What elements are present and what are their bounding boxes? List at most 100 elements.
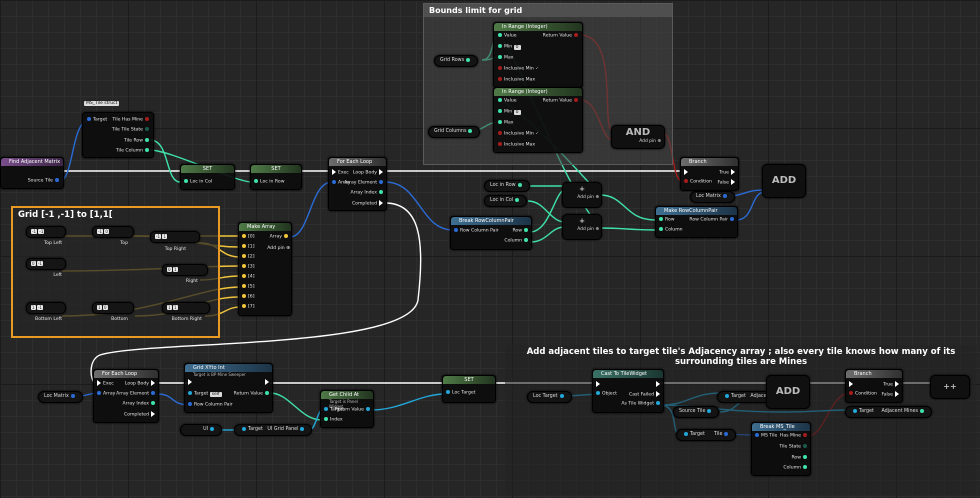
array-index-pin[interactable]: Array Index [123,401,157,408]
loc-matrix-getter-2[interactable]: Loc Matrix [38,391,83,403]
row-pin[interactable]: Row [512,228,530,235]
vector-right[interactable]: 0 1 [162,264,208,276]
vector-x[interactable]: 0 [167,267,172,272]
loc-target-pin[interactable]: Loc Target [444,390,476,397]
min-pin[interactable]: Min 0 [496,44,521,51]
loop-body-pin[interactable]: Loop Body [353,169,385,177]
loop-body-pin[interactable]: Loop Body [125,380,157,388]
column-pin[interactable]: Column [657,227,683,234]
make-array-node[interactable]: Make Array [0] [1] [2] [3] [4] [5] [6] [… [238,222,292,316]
exec-in-pin[interactable] [682,169,690,177]
return-value-pin[interactable]: Return Value [234,391,271,398]
in-range-node-1[interactable]: In Range (Integer) Value Min 0 Max Inclu… [493,22,583,88]
return-value-pin[interactable]: Return Value [543,33,580,40]
return-value-pin[interactable]: Return Value [543,98,580,105]
source-tile-pin[interactable]: Source Tile [28,178,61,185]
vector-x[interactable]: 0 [31,261,36,266]
checkbox-checked-icon[interactable]: ✓ [535,131,540,137]
has-mine-pin[interactable]: Tile Has Mine [112,117,151,124]
checkbox-checked-icon[interactable]: ✓ [535,66,540,72]
min-value[interactable]: 0 [513,109,521,115]
target-pin[interactable]: Target self [186,391,222,398]
array-in-pin-6[interactable]: [6] [240,294,255,301]
add-pin-button[interactable]: Add pin ⊕ [577,227,599,233]
min-pin[interactable]: Min 0 [496,109,521,116]
vector-bottom-right[interactable]: 1 1 [162,302,210,314]
array-add-node-2[interactable]: ADD [766,375,810,409]
vector-y[interactable]: 1 [172,305,178,310]
vector-x[interactable]: -1 [97,229,103,234]
ui-grid-panel-getter[interactable]: Target UI Grid Panel [234,424,313,436]
grid-rows-getter[interactable]: Grid Rows [434,55,479,67]
array-element-pin[interactable]: Array Element [344,180,385,187]
array-in-pin-0[interactable]: [0] [240,234,255,241]
grid-xy-to-int-node[interactable]: Grid XYto Int Target is BP Mine Sweeper … [184,363,273,413]
vector-bottom[interactable]: 1 0 [92,302,134,314]
exec-out-pin[interactable] [654,381,662,389]
set-loc-target-node[interactable]: SET Loc Target [442,375,496,403]
vector-y[interactable]: -1 [38,229,45,234]
for-each-loop-node-2[interactable]: For Each Loop Exec Array Loop Body Array… [93,369,159,423]
add-pin-button[interactable]: Add pin ⊕ [577,195,599,201]
array-in-pin-2[interactable]: [2] [240,254,255,261]
array-pin[interactable]: Array [330,180,350,187]
vector-y[interactable]: 0 [102,305,108,310]
completed-pin[interactable]: Completed [352,200,385,208]
vector-x[interactable]: -1 [31,229,37,234]
vector-top-left[interactable]: -1 -1 [26,226,66,238]
vector-top-right[interactable]: -1 1 [150,231,200,243]
array-in-pin-5[interactable]: [5] [240,284,255,291]
vector-bottom-left[interactable]: 1 -1 [26,302,66,314]
cast-to-tilewidget-node[interactable]: Cast To TileWidget Object Cast Failed As… [592,369,664,413]
row-column-pair-pin[interactable]: Row Column Pair [186,402,233,409]
loc-in-row-getter[interactable]: Loc in Row [484,180,530,192]
vector-left[interactable]: 0 -1 [26,258,66,270]
vector-y[interactable]: -1 [36,305,43,310]
set-loc-in-col-node[interactable]: SET Loc in Col [180,164,235,190]
loc-in-row-pin[interactable]: Loc in Row [252,179,284,186]
int-add-node-2[interactable]: + Add pin ⊕ [562,214,602,240]
inclusive-max-pin[interactable]: Inclusive Max [496,77,535,84]
value-pin[interactable]: Value [496,98,517,105]
vector-y[interactable]: 0 [104,229,109,234]
vector-x[interactable]: -1 [155,234,161,239]
exec-in-pin[interactable] [847,381,855,389]
column-pin[interactable]: Column [783,465,809,472]
exec-in-pin[interactable]: Exec [330,169,349,177]
row-column-pair-out-pin[interactable]: Row Column Pair [689,217,736,224]
tile-getter[interactable]: Target Tile [676,429,737,441]
ui-getter[interactable]: UI [180,424,222,436]
vector-x[interactable]: 1 [97,305,102,310]
comment-adjacency[interactable]: Add adjacent tiles to target tile's Adja… [505,345,977,495]
exec-out-pin[interactable] [263,379,271,387]
cast-failed-pin[interactable]: Cast Failed [629,391,662,399]
vector-y[interactable]: 1 [162,234,167,239]
set-loc-in-row-node[interactable]: SET Loc in Row [250,164,302,190]
max-pin[interactable]: Max [496,55,514,62]
false-pin[interactable]: False [881,391,901,399]
add-pin-button[interactable]: Add pin ⊕ [639,139,661,145]
array-element-pin[interactable]: Array Element [116,391,157,398]
break-ms-tile-node[interactable]: Break MS_Tile MS Tile Has Mine Tile Stat… [751,422,811,476]
column-pin[interactable]: Column [504,238,530,245]
adjacent-mines-getter[interactable]: Target Adjacent Mines [845,406,932,418]
array-in-pin-3[interactable]: [3] [240,264,255,271]
event-find-adjacent-node[interactable]: Find Adjacent Matrix Source Tile [0,157,64,189]
array-index-pin[interactable]: Array Index [351,190,385,197]
exec-in-pin[interactable]: Exec [95,380,114,388]
int-add-node-1[interactable]: + Add pin ⊕ [562,182,602,208]
add-pin-button[interactable]: Add pin ⊕ [267,246,290,252]
grid-columns-getter[interactable]: Grid Columns [428,126,481,138]
exec-in-pin[interactable] [594,381,602,389]
source-tile-getter[interactable]: Source Tile [673,406,720,418]
row-pin[interactable]: Tile Row [124,138,151,145]
break-rowcolumnpair-node[interactable]: Break RowColumnPair Row Column Pair Row … [450,216,532,250]
target-pin[interactable]: Target [85,117,107,124]
make-rowcolumnpair-node[interactable]: Make RowColumnPair Row Column Row Column… [655,206,738,238]
array-in-pin-1[interactable]: [1] [240,244,255,251]
break-struct-node[interactable]: Target Tile Has Mine Tile Tile State Til… [82,112,154,158]
as-tile-widget-pin[interactable]: As Tile Widget [621,401,662,408]
get-child-at-node[interactable]: Get Child At Target is Panel Widget Targ… [320,390,374,428]
vector-x[interactable]: 1 [31,305,36,310]
loc-in-col-pin[interactable]: Loc in Col [182,179,212,186]
